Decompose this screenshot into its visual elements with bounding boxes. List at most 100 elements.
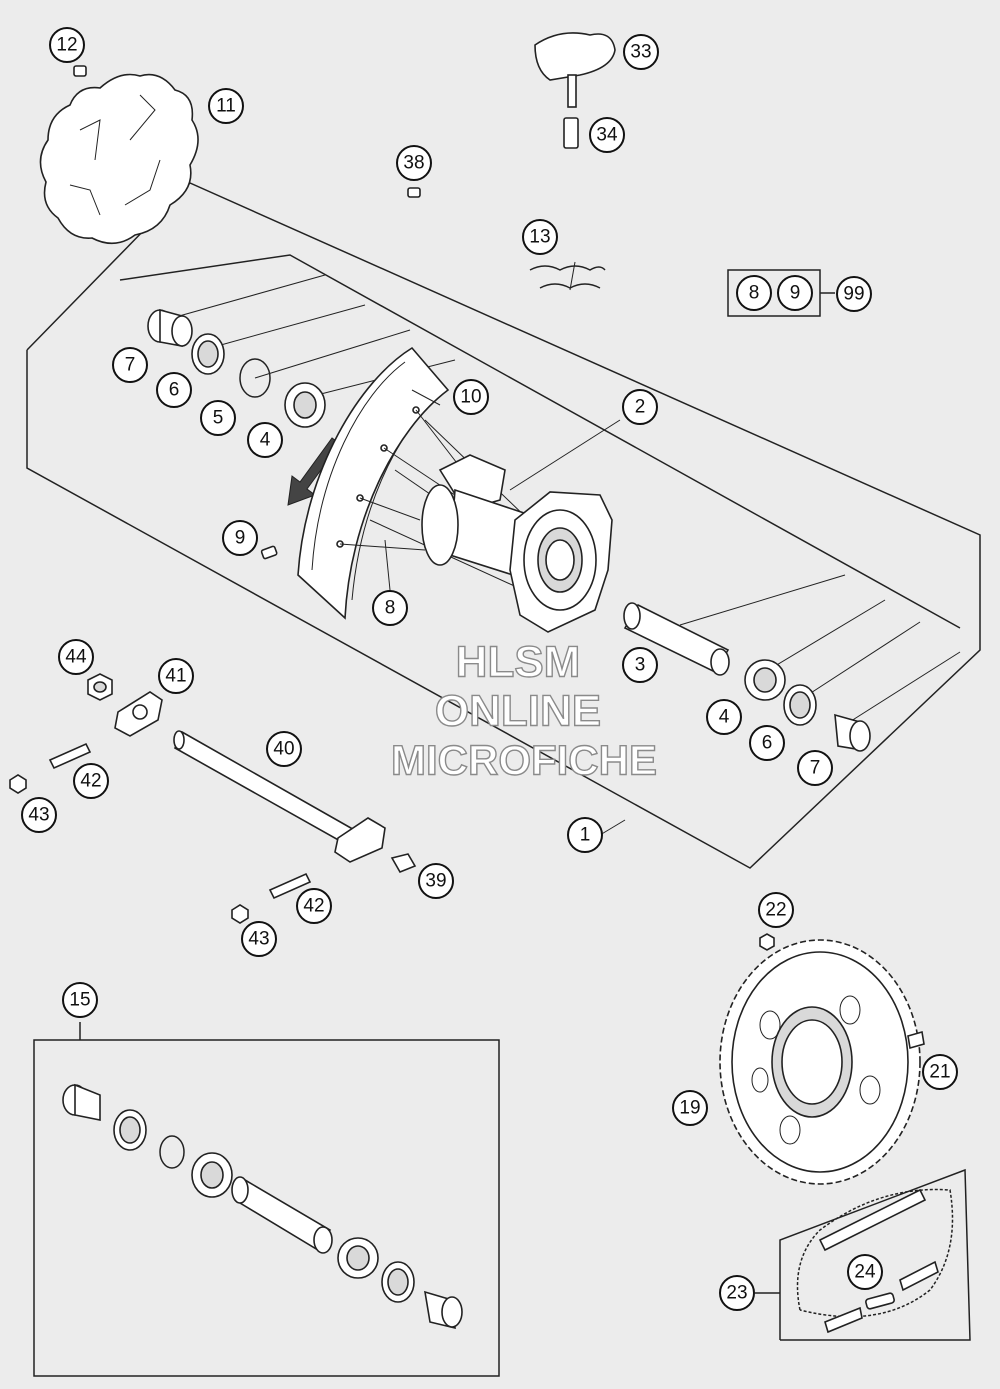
circlip-5-left [239, 358, 271, 398]
svg-text:40: 40 [273, 739, 294, 760]
callout-42-lower: 42 [296, 888, 332, 924]
svg-text:43: 43 [248, 929, 269, 950]
svg-text:8: 8 [385, 598, 396, 619]
bearing-4-right [744, 659, 786, 701]
svg-text:10: 10 [460, 387, 481, 408]
callout-43-lower: 43 [241, 921, 277, 957]
plug-38 [407, 187, 421, 198]
bolt-42-upper [48, 742, 92, 770]
spacer-7-right [834, 713, 871, 752]
callout-38: 38 [396, 145, 432, 181]
callout-24: 24 [847, 1254, 883, 1290]
nipple-9 [260, 545, 278, 560]
callout-9-kit: 9 [777, 275, 813, 311]
pin-34 [563, 117, 579, 149]
callout-34: 34 [589, 117, 625, 153]
svg-text:7: 7 [810, 758, 821, 779]
callout-7-right: 7 [797, 750, 833, 786]
svg-text:4: 4 [260, 430, 271, 451]
svg-text:13: 13 [529, 227, 550, 248]
callout-39: 39 [418, 863, 454, 899]
kit-box [727, 269, 835, 317]
callout-10: 10 [453, 379, 489, 415]
svg-text:33: 33 [630, 42, 651, 63]
nut-22 [759, 933, 775, 951]
callout-11: 11 [208, 88, 244, 124]
callout-15: 15 [62, 982, 98, 1018]
wheel-stand-33 [534, 32, 616, 108]
spacer-tube-3 [623, 602, 730, 676]
svg-text:21: 21 [929, 1062, 950, 1083]
svg-text:42: 42 [303, 896, 324, 917]
callout-8: 8 [372, 590, 408, 626]
callout-5: 5 [200, 400, 236, 436]
callout-41: 41 [158, 658, 194, 694]
svg-text:9: 9 [235, 528, 246, 549]
svg-text:1: 1 [580, 825, 591, 846]
svg-text:34: 34 [596, 125, 618, 146]
watermark-line-1: HLSM [456, 638, 581, 687]
callout-3: 3 [622, 647, 658, 683]
svg-text:44: 44 [65, 647, 87, 668]
watermark-line-2: ONLINE [435, 687, 601, 736]
callout-44: 44 [58, 639, 94, 675]
svg-text:99: 99 [843, 284, 864, 305]
screw-39 [390, 853, 417, 874]
svg-text:15: 15 [69, 990, 90, 1011]
svg-text:42: 42 [80, 771, 101, 792]
bolt-21 [907, 1030, 925, 1050]
bolt-12 [73, 65, 87, 77]
svg-text:7: 7 [125, 355, 136, 376]
leader-lines [384, 389, 626, 836]
chain-adjuster-41 [114, 691, 163, 737]
bearing-kit-box-15 [33, 1022, 500, 1377]
callout-4-right: 4 [706, 699, 742, 735]
nut-43-upper [9, 774, 27, 794]
callout-42-upper: 42 [73, 763, 109, 799]
nut-43-lower [231, 904, 249, 924]
callout-19: 19 [672, 1090, 708, 1126]
chain-link-24 [865, 1292, 895, 1310]
svg-text:41: 41 [165, 666, 186, 687]
svg-text:6: 6 [169, 380, 180, 401]
watermark: HLSM ONLINE MICROFICHE [390, 637, 657, 784]
callout-40: 40 [266, 731, 302, 767]
callout-9: 9 [222, 520, 258, 556]
bolt-42-lower [268, 872, 312, 900]
callout-12: 12 [49, 27, 85, 63]
rim-tape-13 [529, 261, 606, 291]
callout-2: 2 [622, 389, 658, 425]
callout-21: 21 [922, 1054, 958, 1090]
callout-6-left: 6 [156, 372, 192, 408]
axle-40 [173, 730, 386, 863]
nut-44 [87, 673, 113, 701]
svg-text:38: 38 [403, 153, 424, 174]
callout-13: 13 [522, 219, 558, 255]
callout-6-right: 6 [749, 725, 785, 761]
callout-7-left: 7 [112, 347, 148, 383]
sprocket-19 [719, 939, 921, 1185]
svg-text:43: 43 [28, 805, 49, 826]
hub-part [421, 454, 613, 633]
svg-text:11: 11 [216, 96, 236, 117]
rim-part [297, 346, 450, 620]
seal-6-right [783, 684, 817, 726]
svg-text:6: 6 [762, 733, 773, 754]
watermark-line-3: MICROFICHE [391, 737, 657, 784]
svg-text:2: 2 [635, 397, 646, 418]
chain-box-23 [755, 1168, 971, 1341]
svg-text:19: 19 [679, 1098, 700, 1119]
svg-text:23: 23 [726, 1283, 747, 1304]
callout-1: 1 [567, 817, 603, 853]
callout-4-left: 4 [247, 422, 283, 458]
svg-text:24: 24 [854, 1262, 876, 1283]
svg-text:9: 9 [790, 283, 801, 304]
seal-6-left [191, 333, 225, 375]
callout-43-upper: 43 [21, 797, 57, 833]
svg-text:12: 12 [56, 35, 77, 56]
callout-22: 22 [758, 892, 794, 928]
svg-text:5: 5 [213, 408, 224, 429]
spacer-7-left [147, 308, 193, 347]
